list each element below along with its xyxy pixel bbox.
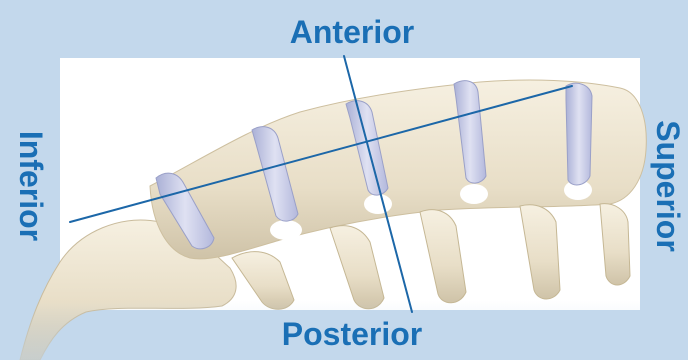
inferior-label: Inferior <box>15 131 47 241</box>
anterior-label: Anterior <box>0 16 688 48</box>
posterior-label: Posterior <box>0 318 688 350</box>
superior-label: Superior <box>652 120 684 252</box>
